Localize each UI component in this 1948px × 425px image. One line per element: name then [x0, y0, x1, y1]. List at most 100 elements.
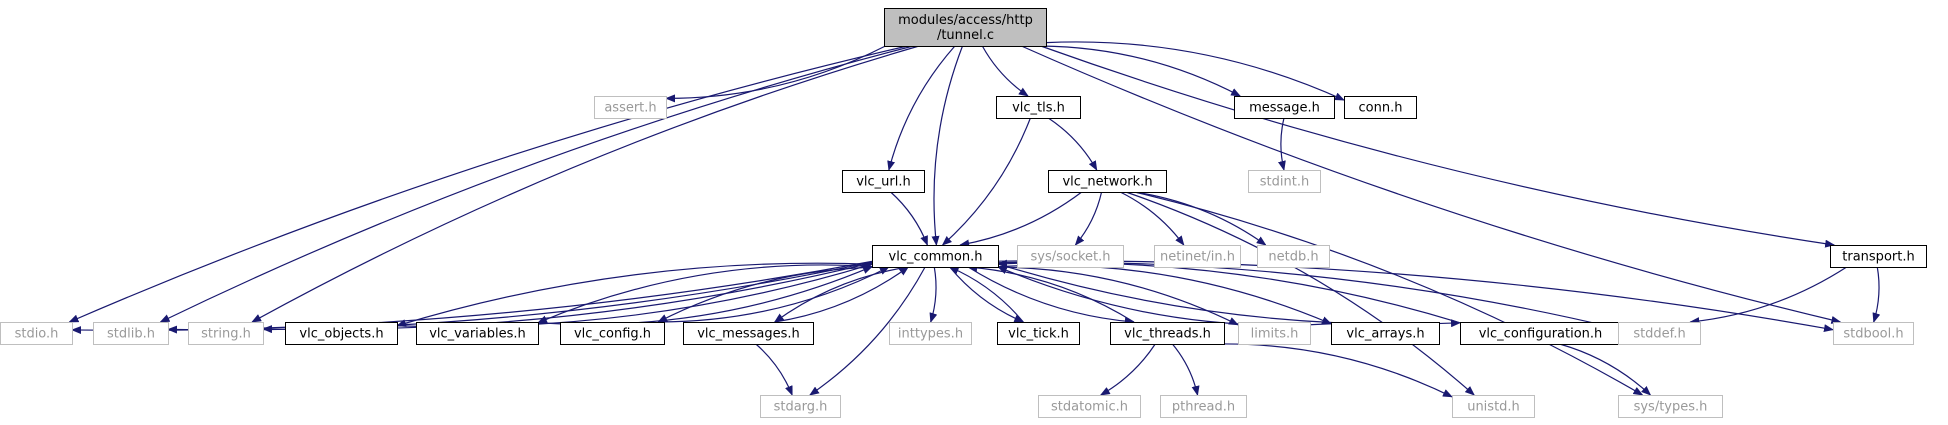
nodes-layer: modules/access/http/tunnel.c assert.h vlc_…: [0, 8, 1927, 418]
edge-vlc_config-to-vlc_common: [658, 266, 890, 323]
node-box: [1833, 322, 1914, 345]
node-vlc-configuration[interactable]: vlc_configuration.h: [1460, 322, 1621, 345]
edge-vlc_common-to-string: [262, 262, 873, 334]
edge-vlc_common-to-stdarg: [809, 266, 926, 396]
node-box: [1344, 96, 1417, 119]
edge-vlc_network-to-unistd: [1125, 191, 1475, 396]
node-box: [1248, 170, 1321, 193]
node-stddef: stddef.h: [1618, 322, 1701, 345]
edge-vlc_threads-to-pthread: [1171, 343, 1200, 396]
node-box: [0, 322, 73, 345]
edge-transport-to-stdbool: [1872, 266, 1881, 323]
node-label: vlc_common.h: [889, 250, 983, 265]
node-box: [285, 322, 398, 345]
node-label: stdarg.h: [774, 400, 828, 415]
node-message[interactable]: message.h: [1234, 96, 1335, 119]
node-box: [1234, 96, 1335, 119]
node-vlc-tls[interactable]: vlc_tls.h: [996, 96, 1081, 119]
node-box: [1110, 322, 1225, 345]
edge-root-to-vlc_tls: [981, 45, 1029, 97]
node-box: [560, 322, 665, 345]
edge-vlc_common-to-vlc_variables: [537, 264, 873, 324]
node-conn[interactable]: conn.h: [1344, 96, 1417, 119]
node-label: vlc_network.h: [1062, 175, 1152, 190]
edge-vlc_url-to-vlc_common: [890, 191, 928, 246]
edge-vlc_network-to-sys_types: [1134, 191, 1644, 396]
node-vlc-common[interactable]: vlc_common.h: [872, 245, 999, 268]
node-label: vlc_messages.h: [697, 327, 800, 342]
edge-vlc_common-to-vlc_tick: [949, 266, 1025, 323]
node-box: [1618, 395, 1723, 418]
node-vlc-variables[interactable]: vlc_variables.h: [416, 322, 539, 345]
node-stdarg: stdarg.h: [760, 395, 841, 418]
node-label: vlc_arrays.h: [1346, 327, 1424, 342]
node-label: vlc_threads.h: [1124, 327, 1211, 342]
node-vlc-messages[interactable]: vlc_messages.h: [683, 322, 814, 345]
node-label: vlc_configuration.h: [1479, 327, 1603, 342]
node-label: modules/access/http: [898, 13, 1033, 28]
node-box: [884, 8, 1047, 47]
edge-vlc_common-to-stddef: [997, 261, 1619, 331]
node-label: limits.h: [1251, 327, 1299, 342]
node-box: [842, 170, 925, 193]
node-box: [1238, 322, 1311, 345]
node-label: vlc_tick.h: [1008, 327, 1069, 342]
node-stdint: stdint.h: [1248, 170, 1321, 193]
node-vlc-threads[interactable]: vlc_threads.h: [1110, 322, 1225, 345]
node-unistd: unistd.h: [1452, 395, 1535, 418]
edge-vlc_messages-to-stdarg: [755, 343, 793, 396]
edge-vlc_messages-to-vlc_common: [774, 266, 910, 323]
edge-root-to-stdlib: [159, 45, 914, 323]
edge-vlc_common-to-stdlib: [167, 261, 873, 334]
edge-vlc_common-to-vlc_objects: [396, 262, 873, 327]
node-label: netinet/in.h: [1160, 250, 1235, 265]
node-box: [760, 395, 841, 418]
node-box: [1038, 395, 1141, 418]
node-label: vlc_url.h: [856, 175, 911, 190]
node-box: [188, 322, 264, 345]
edge-vlc_tick-to-vlc_common: [948, 266, 1024, 323]
node-vlc-url[interactable]: vlc_url.h: [842, 170, 925, 193]
node-box: [1017, 245, 1124, 268]
node-label: sys/socket.h: [1030, 250, 1110, 265]
node-vlc-tick[interactable]: vlc_tick.h: [997, 322, 1080, 345]
node-pthread: pthread.h: [1160, 395, 1247, 418]
node-sys-types: sys/types.h: [1618, 395, 1723, 418]
edge-root-to-string: [251, 45, 920, 323]
node-vlc-config[interactable]: vlc_config.h: [560, 322, 665, 345]
node-label: inttypes.h: [898, 327, 963, 342]
node-box: [416, 322, 539, 345]
edge-vlc_configuration-to-sys_types: [1559, 343, 1652, 396]
node-inttypes: inttypes.h: [889, 322, 972, 345]
edge-root-to-vlc_url: [887, 45, 956, 171]
node-label: sys/types.h: [1634, 400, 1708, 415]
node-label: stddef.h: [1633, 327, 1685, 342]
node-box: [1154, 245, 1241, 268]
node-vlc-network[interactable]: vlc_network.h: [1048, 170, 1167, 193]
node-vlc-objects[interactable]: vlc_objects.h: [285, 322, 398, 345]
node-label: vlc_variables.h: [429, 327, 526, 342]
edge-vlc_threads-to-vlc_common: [967, 263, 1135, 323]
node-box: [1618, 322, 1701, 345]
node-label: assert.h: [604, 101, 656, 116]
node-transport[interactable]: transport.h: [1830, 245, 1927, 268]
edge-vlc_tls-to-vlc_network: [1047, 117, 1098, 171]
node-root[interactable]: modules/access/http/tunnel.c: [884, 8, 1047, 47]
edge-vlc_network-to-sys_socket: [1074, 191, 1103, 246]
node-box: [683, 322, 814, 345]
node-vlc-arrays[interactable]: vlc_arrays.h: [1331, 322, 1440, 345]
node-box: [1452, 395, 1535, 418]
edge-root-to-message: [1040, 45, 1242, 97]
node-stdatomic: stdatomic.h: [1038, 395, 1141, 418]
node-label: transport.h: [1842, 250, 1914, 265]
node-label: stdint.h: [1260, 175, 1309, 190]
node-label: vlc_tls.h: [1012, 101, 1065, 116]
node-sys-socket: sys/socket.h: [1017, 245, 1124, 268]
edge-vlc_common-to-vlc_threads: [967, 266, 1135, 326]
node-box: [889, 322, 972, 345]
node-box: [1257, 245, 1330, 268]
edge-root-to-stdio: [68, 45, 908, 323]
node-box: [997, 322, 1080, 345]
node-label: string.h: [201, 327, 251, 342]
